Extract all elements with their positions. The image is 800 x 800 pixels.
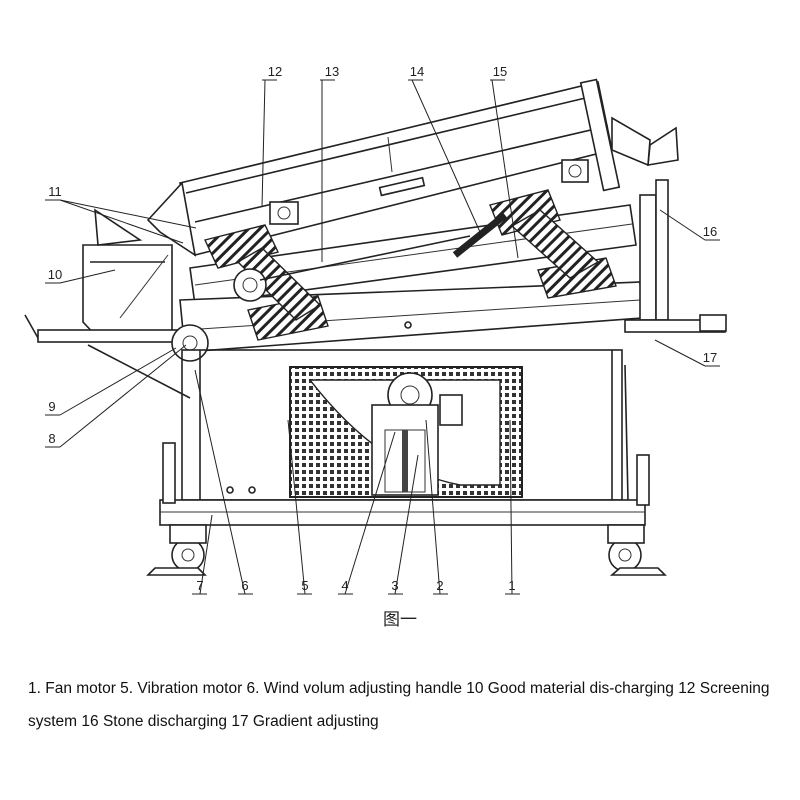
part-label-8: 8	[48, 431, 55, 446]
part-label-1: 1	[508, 578, 515, 593]
feed-hopper	[24, 208, 209, 399]
part-label-16: 16	[703, 224, 717, 239]
part-label-7: 7	[196, 578, 203, 593]
part-label-10: 10	[48, 267, 62, 282]
machine-diagram: 1 2 3 4 5 6 7 8 9 10 11 12 13 14 15 16 1…	[24, 64, 727, 595]
part-label-3: 3	[391, 578, 398, 593]
spring-supports	[204, 189, 617, 341]
part-label-9: 9	[48, 399, 55, 414]
part-labels: 1 2 3 4 5 6 7 8 9 10 11 12 13 14 15 16 1…	[48, 64, 717, 593]
part-label-11: 11	[48, 184, 62, 199]
fan-housing	[289, 366, 523, 498]
leader-lines	[45, 79, 720, 595]
machine-frame	[159, 349, 646, 526]
part-label-6: 6	[241, 578, 248, 593]
figure-caption: 图一	[383, 610, 417, 630]
part-label-15: 15	[493, 64, 507, 79]
part-label-14: 14	[410, 64, 424, 79]
parts-legend: 1. Fan motor 5. Vibration motor 6. Wind …	[28, 680, 770, 730]
screening-box	[146, 78, 621, 257]
part-label-13: 13	[325, 64, 339, 79]
part-label-17: 17	[703, 350, 717, 365]
stone-chute	[611, 116, 727, 333]
part-label-12: 12	[268, 64, 282, 79]
part-label-2: 2	[436, 578, 443, 593]
part-label-5: 5	[301, 578, 308, 593]
part-label-4: 4	[341, 578, 348, 593]
wheels	[146, 442, 667, 576]
